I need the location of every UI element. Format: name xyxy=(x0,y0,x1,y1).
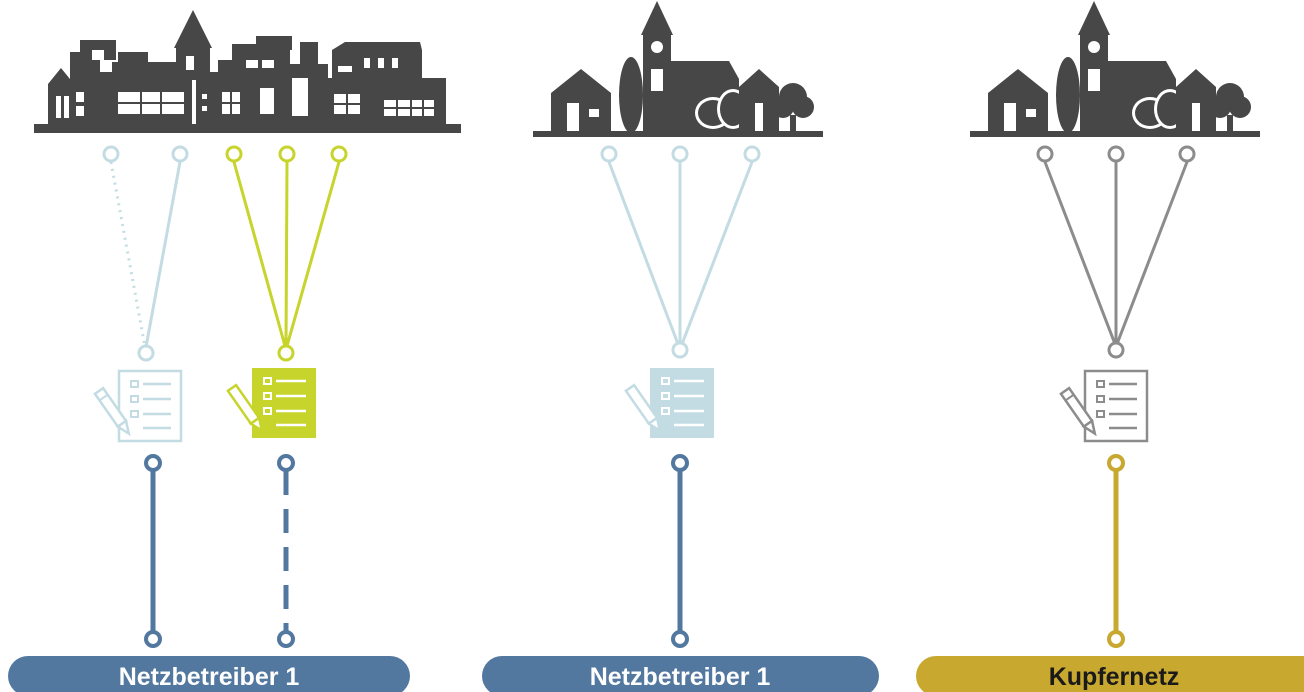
connection-node xyxy=(1178,145,1196,163)
operator-label-left-text: Netzbetreiber 1 xyxy=(119,663,300,691)
connection-node xyxy=(1107,454,1125,472)
connection-node xyxy=(671,630,689,648)
village-church-icon xyxy=(970,1,1260,137)
connection-line xyxy=(285,161,341,347)
connection-node xyxy=(144,630,162,648)
connection-node xyxy=(671,454,689,472)
lime-lines xyxy=(225,145,348,362)
connection-node xyxy=(278,145,296,163)
connection-node xyxy=(144,454,162,472)
gray-lines xyxy=(1036,145,1196,359)
copper-lines-right xyxy=(1107,454,1125,648)
operator-lines-middle xyxy=(671,454,689,648)
connection-node xyxy=(600,145,618,163)
operator-label-middle: Netzbetreiber 1 xyxy=(482,656,879,692)
connection-node xyxy=(1107,341,1125,359)
form-with-pen-icon xyxy=(624,368,714,438)
connection-line xyxy=(284,161,289,347)
operator-label-middle-text: Netzbetreiber 1 xyxy=(590,663,771,691)
unconnected-lines xyxy=(600,145,761,359)
dotted-connection-line xyxy=(109,161,147,348)
connection-node xyxy=(671,341,689,359)
operator-label-left: Netzbetreiber 1 xyxy=(8,656,410,692)
copper-label-right-text: Kupfernetz xyxy=(1049,663,1180,691)
operator-lines-left xyxy=(144,454,295,648)
connection-node xyxy=(225,145,243,163)
connection-node xyxy=(171,145,189,163)
unconnected-lines xyxy=(102,145,189,362)
connection-node xyxy=(137,344,155,362)
city-skyline-icon xyxy=(34,10,461,133)
connection-line xyxy=(680,161,754,345)
connection-node xyxy=(102,145,120,163)
label-pill xyxy=(916,656,1304,692)
connection-node xyxy=(1107,145,1125,163)
form-with-pen-icon xyxy=(226,368,316,438)
connection-node xyxy=(277,454,295,472)
form-with-pen-icon xyxy=(1059,369,1149,443)
connection-line xyxy=(144,161,182,348)
connection-node xyxy=(330,145,348,163)
form-with-pen-icon xyxy=(93,369,183,443)
connection-node xyxy=(671,145,689,163)
copper-label-right: Kupfernetz xyxy=(916,656,1304,692)
connection-node xyxy=(1107,630,1125,648)
connection-line xyxy=(1115,161,1189,345)
connection-line xyxy=(232,161,287,347)
connection-node xyxy=(277,344,295,362)
connection-line xyxy=(607,161,680,345)
connection-line xyxy=(1043,161,1117,345)
connection-node xyxy=(277,630,295,648)
label-pill xyxy=(482,656,879,692)
village-church-icon xyxy=(533,1,823,137)
connection-node xyxy=(1036,145,1054,163)
label-pill xyxy=(8,656,410,692)
connection-node xyxy=(743,145,761,163)
